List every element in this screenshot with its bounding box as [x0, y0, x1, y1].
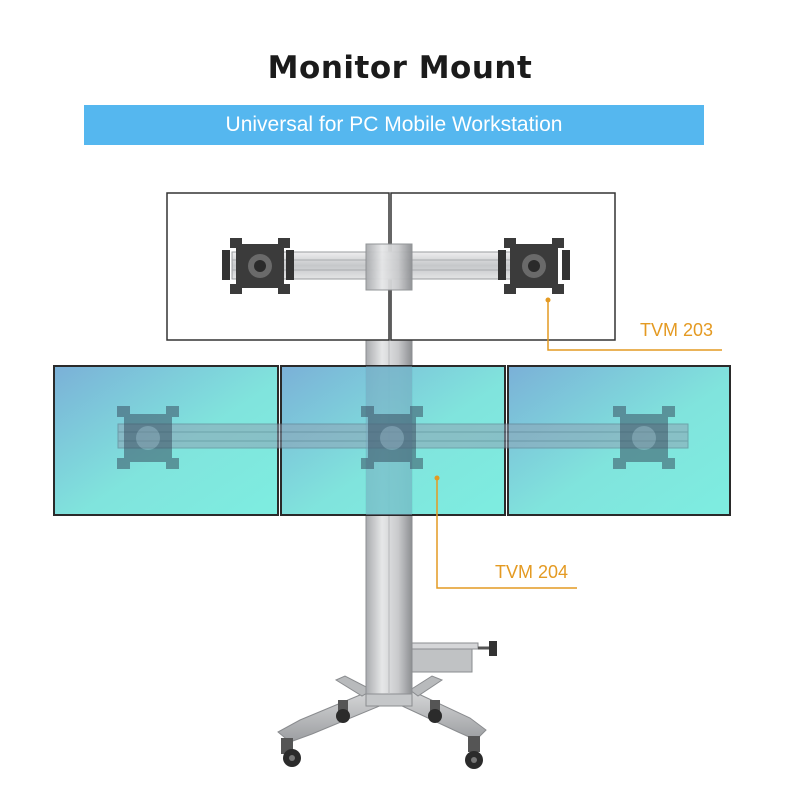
- lower-vesa-plate-right: [613, 406, 675, 469]
- subtitle-banner: Universal for PC Mobile Workstation: [84, 105, 704, 145]
- page-title: Monitor Mount: [267, 50, 533, 86]
- lower-vesa-plate-left: [117, 406, 179, 469]
- shelf-clamp: [411, 641, 497, 673]
- upper-model-label: TVM 203: [640, 320, 714, 340]
- lower-vesa-plate-center: [361, 406, 423, 469]
- upper-vesa-plate-right: [498, 238, 570, 294]
- lower-model-label: TVM 204: [495, 562, 569, 582]
- lower-callout-line: [436, 478, 577, 589]
- upper-callout-line: [547, 300, 722, 351]
- upper-vesa-plate-left: [222, 238, 294, 294]
- caster-wheels: [281, 700, 483, 769]
